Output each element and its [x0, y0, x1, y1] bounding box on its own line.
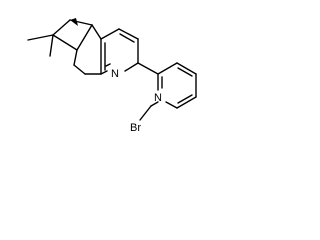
bromo-bond [139, 105, 152, 121]
atom-label-n-right: N [154, 92, 162, 104]
bromopyridine-bond-2 [176, 62, 197, 75]
bromopyridine-bond-4 [176, 96, 197, 109]
pyridine-bond-3 [118, 28, 139, 40]
pyridine-bond-6 [100, 70, 108, 75]
wedge-bond [70, 18, 78, 26]
bromopyridine-bond-5 [165, 101, 178, 109]
bromopyridine-bond-1 [157, 62, 178, 75]
atom-label-br: Br [130, 122, 141, 134]
pyridine-bond-3-inner [119, 33, 135, 43]
bromopyridine-bond-4-inner [177, 94, 193, 104]
bridge-bond-6 [73, 64, 86, 75]
biaryl-bond [137, 62, 159, 75]
bridge-bond-8 [91, 24, 102, 40]
atom-label-n-left: N [111, 68, 119, 80]
bridge-bond-5 [73, 49, 78, 66]
bromopyridine-bond-7 [150, 101, 159, 107]
pyridine-bond-2 [100, 28, 120, 40]
bridge-bond-4 [76, 24, 93, 51]
methyl-bond-2 [49, 34, 54, 57]
molecule-diagram: N N Br [0, 0, 228, 155]
methyl-bond-1 [27, 34, 54, 41]
bromopyridine-bond-2-inner [177, 67, 193, 77]
pyridine-bond-5 [124, 62, 139, 72]
bridge-bond-1 [52, 34, 78, 51]
structure-drawing: N N Br [27, 18, 197, 134]
bridge-bond-2 [52, 19, 71, 36]
pyridine-bond-6-inner [105, 63, 111, 67]
